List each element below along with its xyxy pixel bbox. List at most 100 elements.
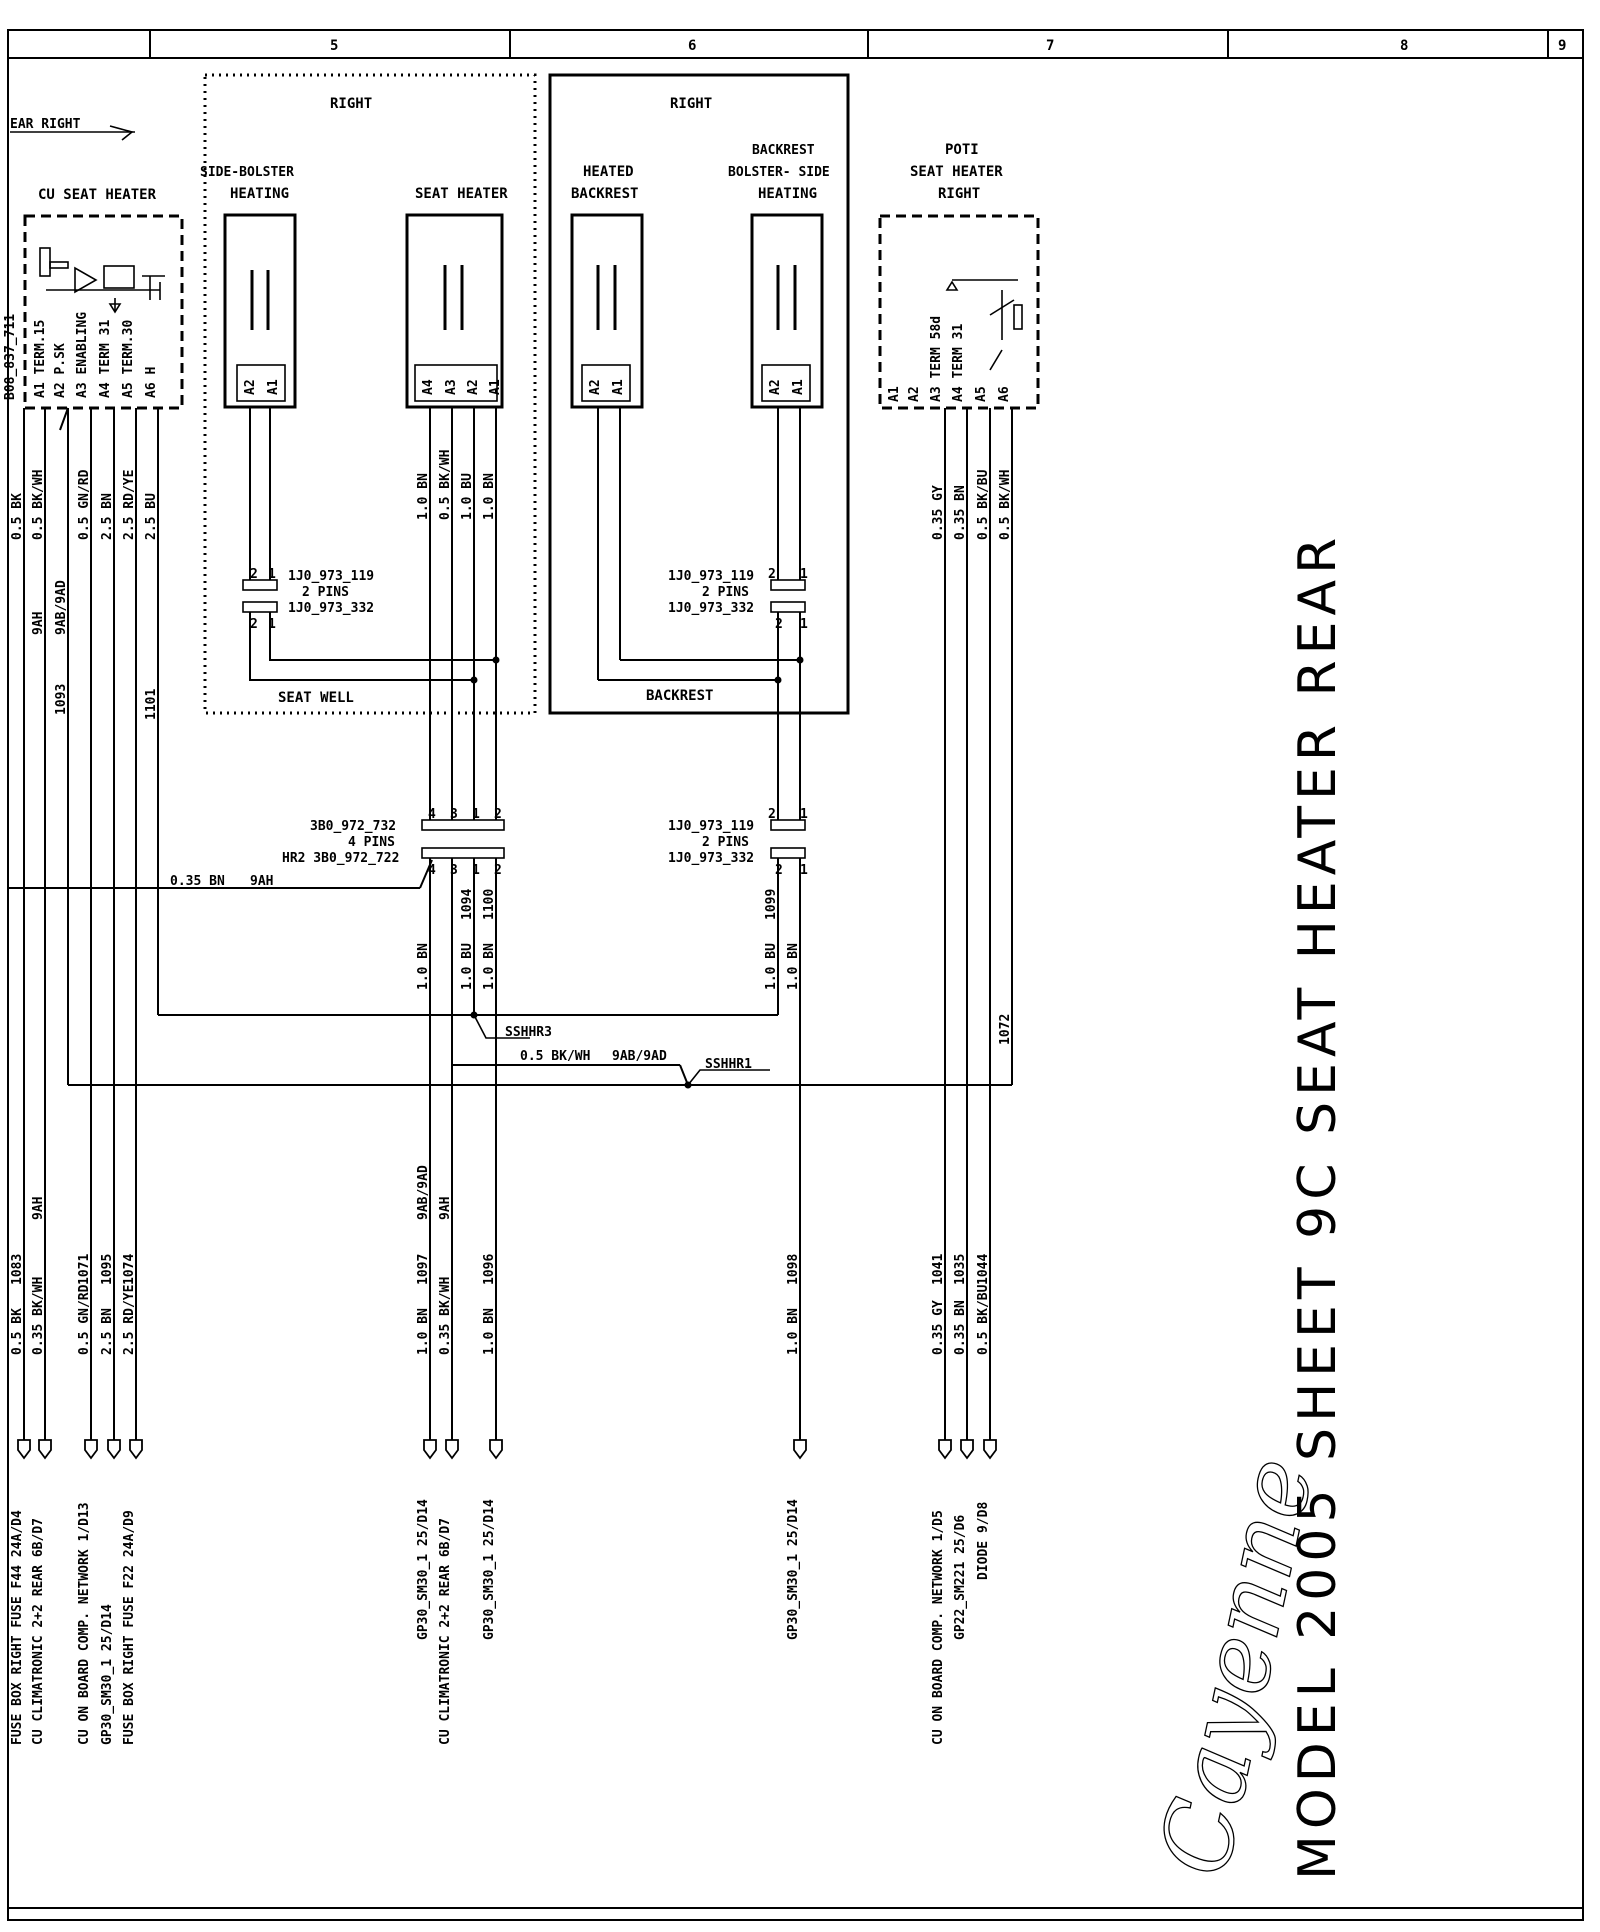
connector-pins: 2 PINS: [702, 585, 749, 600]
wire-id: 1083: [10, 1254, 25, 1285]
wire-label: 1.0 BN: [416, 473, 431, 520]
wire-id: 1097: [416, 1254, 431, 1285]
cu-pin: A2 P.SK: [53, 343, 68, 398]
wire-code: 9AB/9AD: [612, 1049, 667, 1064]
poti-title: SEAT HEATER: [910, 164, 1003, 180]
wire-label: 0.5 BK: [10, 1308, 25, 1355]
poti-pin: A1: [887, 386, 902, 402]
seat-well-footer: SEAT WELL: [278, 690, 354, 706]
wire-label: 1.0 BN: [482, 1308, 497, 1355]
wire-id: 1099: [764, 889, 779, 920]
wire-label: 0.5 GN/RD: [77, 469, 92, 540]
poti-title: RIGHT: [938, 186, 980, 202]
splice-label: SSHHR1: [705, 1057, 752, 1072]
connector-number: 2: [250, 567, 258, 582]
column-number: 8: [1400, 38, 1408, 54]
backrest-group: RIGHT HEATED BACKREST BACKREST BOLSTER- …: [548, 73, 850, 820]
wire-label: 0.35 BN: [953, 485, 968, 540]
hr2-connector: 4 3 1 2 4 3 1 2 3B0_972_732 4 PINS HR2 3…: [282, 807, 505, 878]
connector-number: 1: [268, 617, 276, 632]
backrest-right-label: RIGHT: [670, 96, 712, 112]
heated-backrest: [570, 213, 644, 409]
destination-label: CU CLIMATRONIC 2+2 REAR 6B/D7: [438, 1518, 453, 1745]
connector-part: 1J0_973_119: [668, 569, 754, 584]
wire-code: 9AH: [250, 874, 273, 889]
wire-label: 2.5 BN: [100, 1308, 115, 1355]
destination-label: CU ON BOARD COMP. NETWORK 1/D5: [931, 1510, 946, 1745]
connector-number: 1: [800, 567, 808, 582]
splice-label: SSHHR3: [505, 1025, 552, 1040]
poti-title: POTI: [945, 142, 979, 158]
connector-number: 2: [494, 807, 502, 822]
pin-label: A1: [488, 379, 503, 395]
wire-label: 1.0 BN: [786, 943, 801, 990]
heated-backrest-title: BACKREST: [571, 186, 638, 202]
wire-label: 1.0 BN: [416, 1308, 431, 1355]
connector-part: 1J0_973_332: [668, 851, 754, 866]
connector-pins: 4 PINS: [348, 835, 395, 850]
wire-id: 9AH: [31, 1197, 46, 1220]
pin-label: A2: [243, 379, 258, 395]
destination-label: DIODE 9/D8: [976, 1502, 991, 1580]
wire-label: 2.5 RD/YE: [122, 470, 137, 540]
destination-label: CU ON BOARD COMP. NETWORK 1/D13: [77, 1502, 92, 1745]
pin-label: A3: [444, 379, 459, 395]
wire-label: 0.35 BN: [953, 1300, 968, 1355]
poti-seat-heater: POTI SEAT HEATER RIGHT A1 A2 A3 TERM 58d…: [878, 142, 1040, 1440]
wire-label: 1.0 BN: [416, 943, 431, 990]
wire-label: 0.5 BK: [10, 493, 25, 540]
cu-pin: A6 H: [144, 367, 159, 398]
wire-label: 2.5 BN: [100, 493, 115, 540]
wire-label: 0.5 BK/BU: [976, 1284, 991, 1355]
wire-label: 2.5 BU: [144, 493, 159, 540]
connector-number: 2: [768, 807, 776, 822]
wire-label: 0.5 BK/WH: [998, 470, 1013, 540]
wire-label: 0.35 GY: [931, 1300, 946, 1355]
pin-label: A1: [611, 379, 626, 395]
destination-label: FUSE BOX RIGHT FUSE F44 24A/D4: [10, 1510, 25, 1745]
connector-number: 1: [268, 567, 276, 582]
cu-pin: A1 TERM.15: [33, 320, 48, 398]
wire-code: 9AB/9AD: [54, 580, 69, 635]
wire-label: 1.0 BN: [482, 473, 497, 520]
poti-pin: A5: [974, 386, 989, 402]
destination-label: GP22_SM221 25/D6: [953, 1515, 968, 1640]
seat-heater: [405, 213, 504, 409]
wire-id: 1035: [953, 1254, 968, 1285]
backrest-lower-connector: 2 1 2 1 1J0_973_119 2 PINS 1J0_973_332: [668, 807, 808, 878]
cu-pin: A5 TERM.30: [121, 320, 136, 398]
bolster-title: BOLSTER- SIDE: [728, 165, 830, 180]
wire-id: 1041: [931, 1254, 946, 1285]
connector-number: 3: [450, 807, 458, 822]
wire-id: 1095: [100, 1254, 115, 1285]
connector-pins: 2 PINS: [302, 585, 349, 600]
connector-pins: 2 PINS: [702, 835, 749, 850]
connector-number: 1: [800, 863, 808, 878]
wire-label: 1.0 BN: [786, 1308, 801, 1355]
wire-label: 1.0 BU: [460, 473, 475, 520]
side-bolster-heater: [223, 213, 297, 409]
destination-label: GP30_SM30_1 25/D14: [416, 1499, 431, 1640]
destination-label: GP30_SM30_1 25/D14: [100, 1604, 115, 1745]
seat-heater-title: SEAT HEATER: [415, 186, 508, 202]
wire-label: 0.5 BK/BU: [976, 469, 991, 540]
connector-part: 1J0_973_119: [668, 819, 754, 834]
cu-pin: A3 ENABLING: [75, 312, 90, 398]
connector-part: HR2 3B0_972_722: [282, 851, 399, 866]
wire-label: 0.35 GY: [931, 485, 946, 540]
connector-number: 2: [494, 863, 502, 878]
wire-label: 0.5 BK/WH: [520, 1049, 590, 1064]
column-number: 6: [688, 38, 696, 54]
terminal-arrows: [17, 1439, 997, 1460]
cu-seat-heater: CU SEAT HEATER B08_837_711 A1 TERM.15 A2…: [3, 187, 184, 410]
pin-label: A2: [768, 379, 783, 395]
destination-label: GP30_SM30_1 25/D14: [482, 1499, 497, 1640]
wire-label: 0.35 BK/WH: [438, 1277, 453, 1355]
wire-id: 1101: [144, 689, 159, 720]
wire-label: 2.5 RD/YE: [122, 1285, 137, 1355]
connector-number: 4: [428, 807, 436, 822]
connector-number: 1: [800, 617, 808, 632]
column-number: 5: [330, 38, 338, 54]
pin-label: A2: [588, 379, 603, 395]
connector-number: 2: [250, 617, 258, 632]
